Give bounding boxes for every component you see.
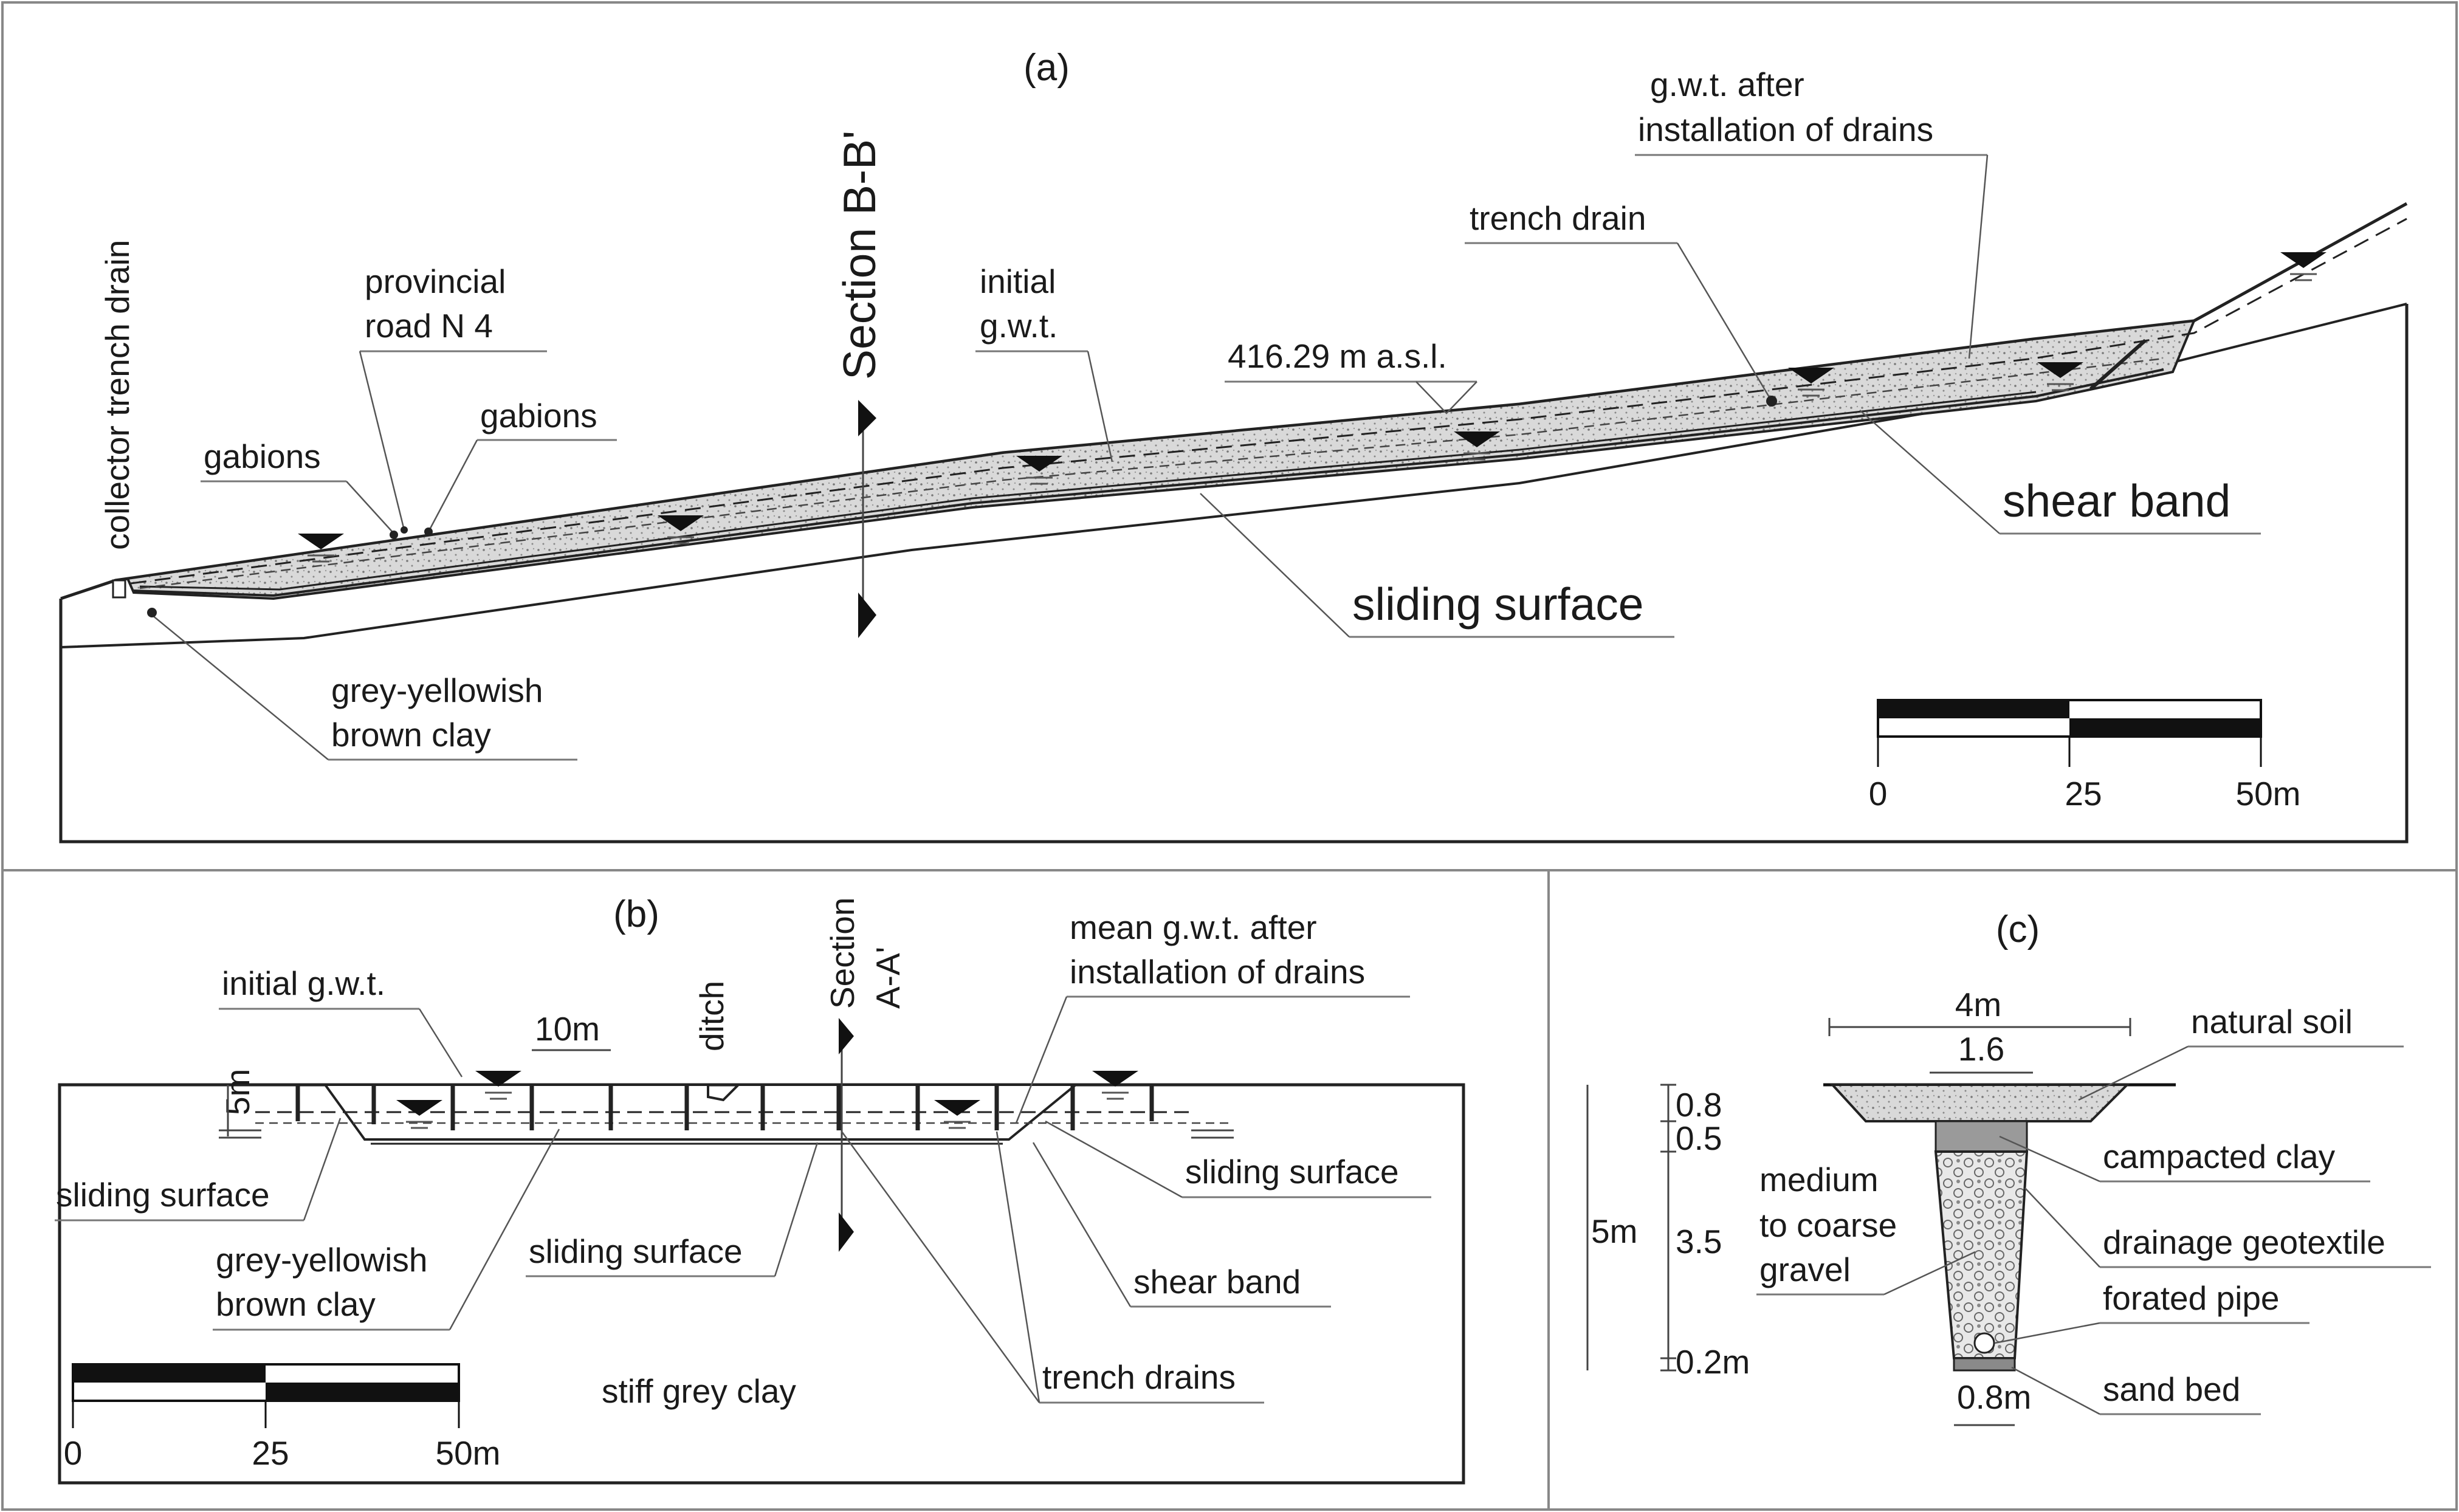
scale-bar-b: 0 25 50m xyxy=(64,1363,501,1472)
inner-width-label: 1.6 xyxy=(1958,1030,2004,1068)
scale-b-tick-25: 25 xyxy=(252,1434,289,1472)
compacted-clay-label: campacted clay xyxy=(2103,1138,2336,1175)
mean-gwt-label-2: installation of drains xyxy=(1070,953,1365,991)
total-depth-label: 5m xyxy=(1591,1212,1637,1250)
top-width-label: 4m xyxy=(1955,986,2001,1023)
clay-label-a-2: brown clay xyxy=(331,716,491,754)
compacted-clay-cap xyxy=(1935,1120,2028,1153)
scale-bar-a: 0 25 50m xyxy=(1869,699,2301,813)
bottom-width-label: 0.8m xyxy=(1957,1378,2031,1416)
depth-0-8: 0.8 xyxy=(1676,1086,1722,1124)
trench-drain-a xyxy=(2089,338,2147,391)
gwt-after-label-2: installation of drains xyxy=(1638,111,1933,148)
elevation-label: 416.29 m a.s.l. xyxy=(1228,337,1447,375)
panel-c: (c) 4m 1.6 natural soil 5m 0.8 xyxy=(1586,909,2431,1426)
section-a-arrow-bottom xyxy=(839,1212,854,1252)
gwt-after-line xyxy=(139,357,2164,589)
trench-top-fill xyxy=(1829,1084,2130,1122)
panel-b: (b) xyxy=(55,893,1465,1485)
trench-drain-marker xyxy=(1766,396,1777,407)
geotextile-label: drainage geotextile xyxy=(2103,1223,2385,1261)
sand-bed xyxy=(1953,1357,2016,1372)
depth-0-5: 0.5 xyxy=(1676,1119,1722,1157)
section-a-label-1: Section xyxy=(824,898,861,1009)
panel-b-tag: (b) xyxy=(613,893,659,935)
trench-drain-label: trench drain xyxy=(1470,199,1646,237)
sliding-surface-line xyxy=(133,368,2164,597)
gravel-body xyxy=(1934,1150,2029,1359)
clay-label-b-2: brown clay xyxy=(216,1285,376,1323)
road-label-2: road N 4 xyxy=(365,307,493,345)
clay-label-b-1: grey-yellowish xyxy=(216,1241,427,1279)
gabion-marker xyxy=(390,531,398,539)
gwt-after-label-1: g.w.t. after xyxy=(1650,66,1804,103)
section-a-label-2: A-A' xyxy=(869,947,907,1009)
panel-c-tag: (c) xyxy=(1996,909,2040,950)
collector-trench-drain-label: collector trench drain xyxy=(98,239,136,550)
initial-gwt-label-2: g.w.t. xyxy=(980,307,1058,345)
trench-drains-b xyxy=(295,1085,1154,1130)
trench-drains-label: trench drains xyxy=(1042,1358,1236,1396)
mean-gwt-label-1: mean g.w.t. after xyxy=(1070,909,1317,946)
shear-band-label: shear band xyxy=(2003,475,2230,526)
depth-3-5: 3.5 xyxy=(1676,1223,1722,1260)
shear-band-line xyxy=(139,391,2037,591)
sliding-surface-label: sliding surface xyxy=(1352,579,1643,630)
scale-a-tick-50: 50m xyxy=(2236,775,2301,813)
gabions-right-label: gabions xyxy=(480,397,597,435)
depth-0-2: 0.2m xyxy=(1676,1343,1750,1381)
pipe-label: forated pipe xyxy=(2103,1279,2280,1317)
landslide-body xyxy=(126,319,2196,600)
gravel-label-3: gravel xyxy=(1759,1251,1851,1288)
gabion-marker xyxy=(424,527,433,536)
sliding-surface-b-left: sliding surface xyxy=(56,1176,270,1214)
panel-a: (a) Section B-B' collector trench drain … xyxy=(59,47,2409,844)
forated-pipe-icon xyxy=(1973,1332,1995,1354)
initial-gwt-label-1: initial xyxy=(980,263,1056,300)
panel-a-tag: (a) xyxy=(1023,47,1070,89)
shear-band-b-label: shear band xyxy=(1133,1263,1301,1301)
stiff-clay-label: stiff grey clay xyxy=(602,1372,796,1410)
gabions-left-label: gabions xyxy=(204,438,321,475)
natural-soil-label: natural soil xyxy=(2191,1003,2353,1040)
sliding-surface-b-right: sliding surface xyxy=(1185,1153,1399,1191)
gravel-label-1: medium xyxy=(1759,1161,1879,1198)
spacing-label: 10m xyxy=(535,1010,600,1048)
section-b-arrow-top xyxy=(858,400,876,436)
gravel-label-2: to coarse xyxy=(1759,1206,1897,1244)
clay-label-a-1: grey-yellowish xyxy=(331,672,543,709)
section-b-arrow-bottom xyxy=(858,593,876,638)
sliding-surface-b-mid: sliding surface xyxy=(529,1232,743,1270)
section-a-arrow-top xyxy=(839,1018,854,1054)
road-label-1: provincial xyxy=(365,263,506,300)
sand-bed-label: sand bed xyxy=(2103,1370,2240,1408)
initial-gwt-b-label: initial g.w.t. xyxy=(222,964,385,1002)
depth-label-b: 5m xyxy=(219,1069,256,1115)
ditch-label: ditch xyxy=(693,981,731,1051)
initial-gwt-line xyxy=(130,218,2407,585)
scale-b-tick-50: 50m xyxy=(436,1434,501,1472)
section-a-frame xyxy=(59,304,2409,844)
section-b-label: Section B-B' xyxy=(834,131,885,380)
collector-drain-box xyxy=(112,579,126,599)
scale-b-tick-0: 0 xyxy=(64,1434,83,1472)
scale-a-tick-0: 0 xyxy=(1869,775,1888,813)
scale-a-tick-25: 25 xyxy=(2065,775,2102,813)
